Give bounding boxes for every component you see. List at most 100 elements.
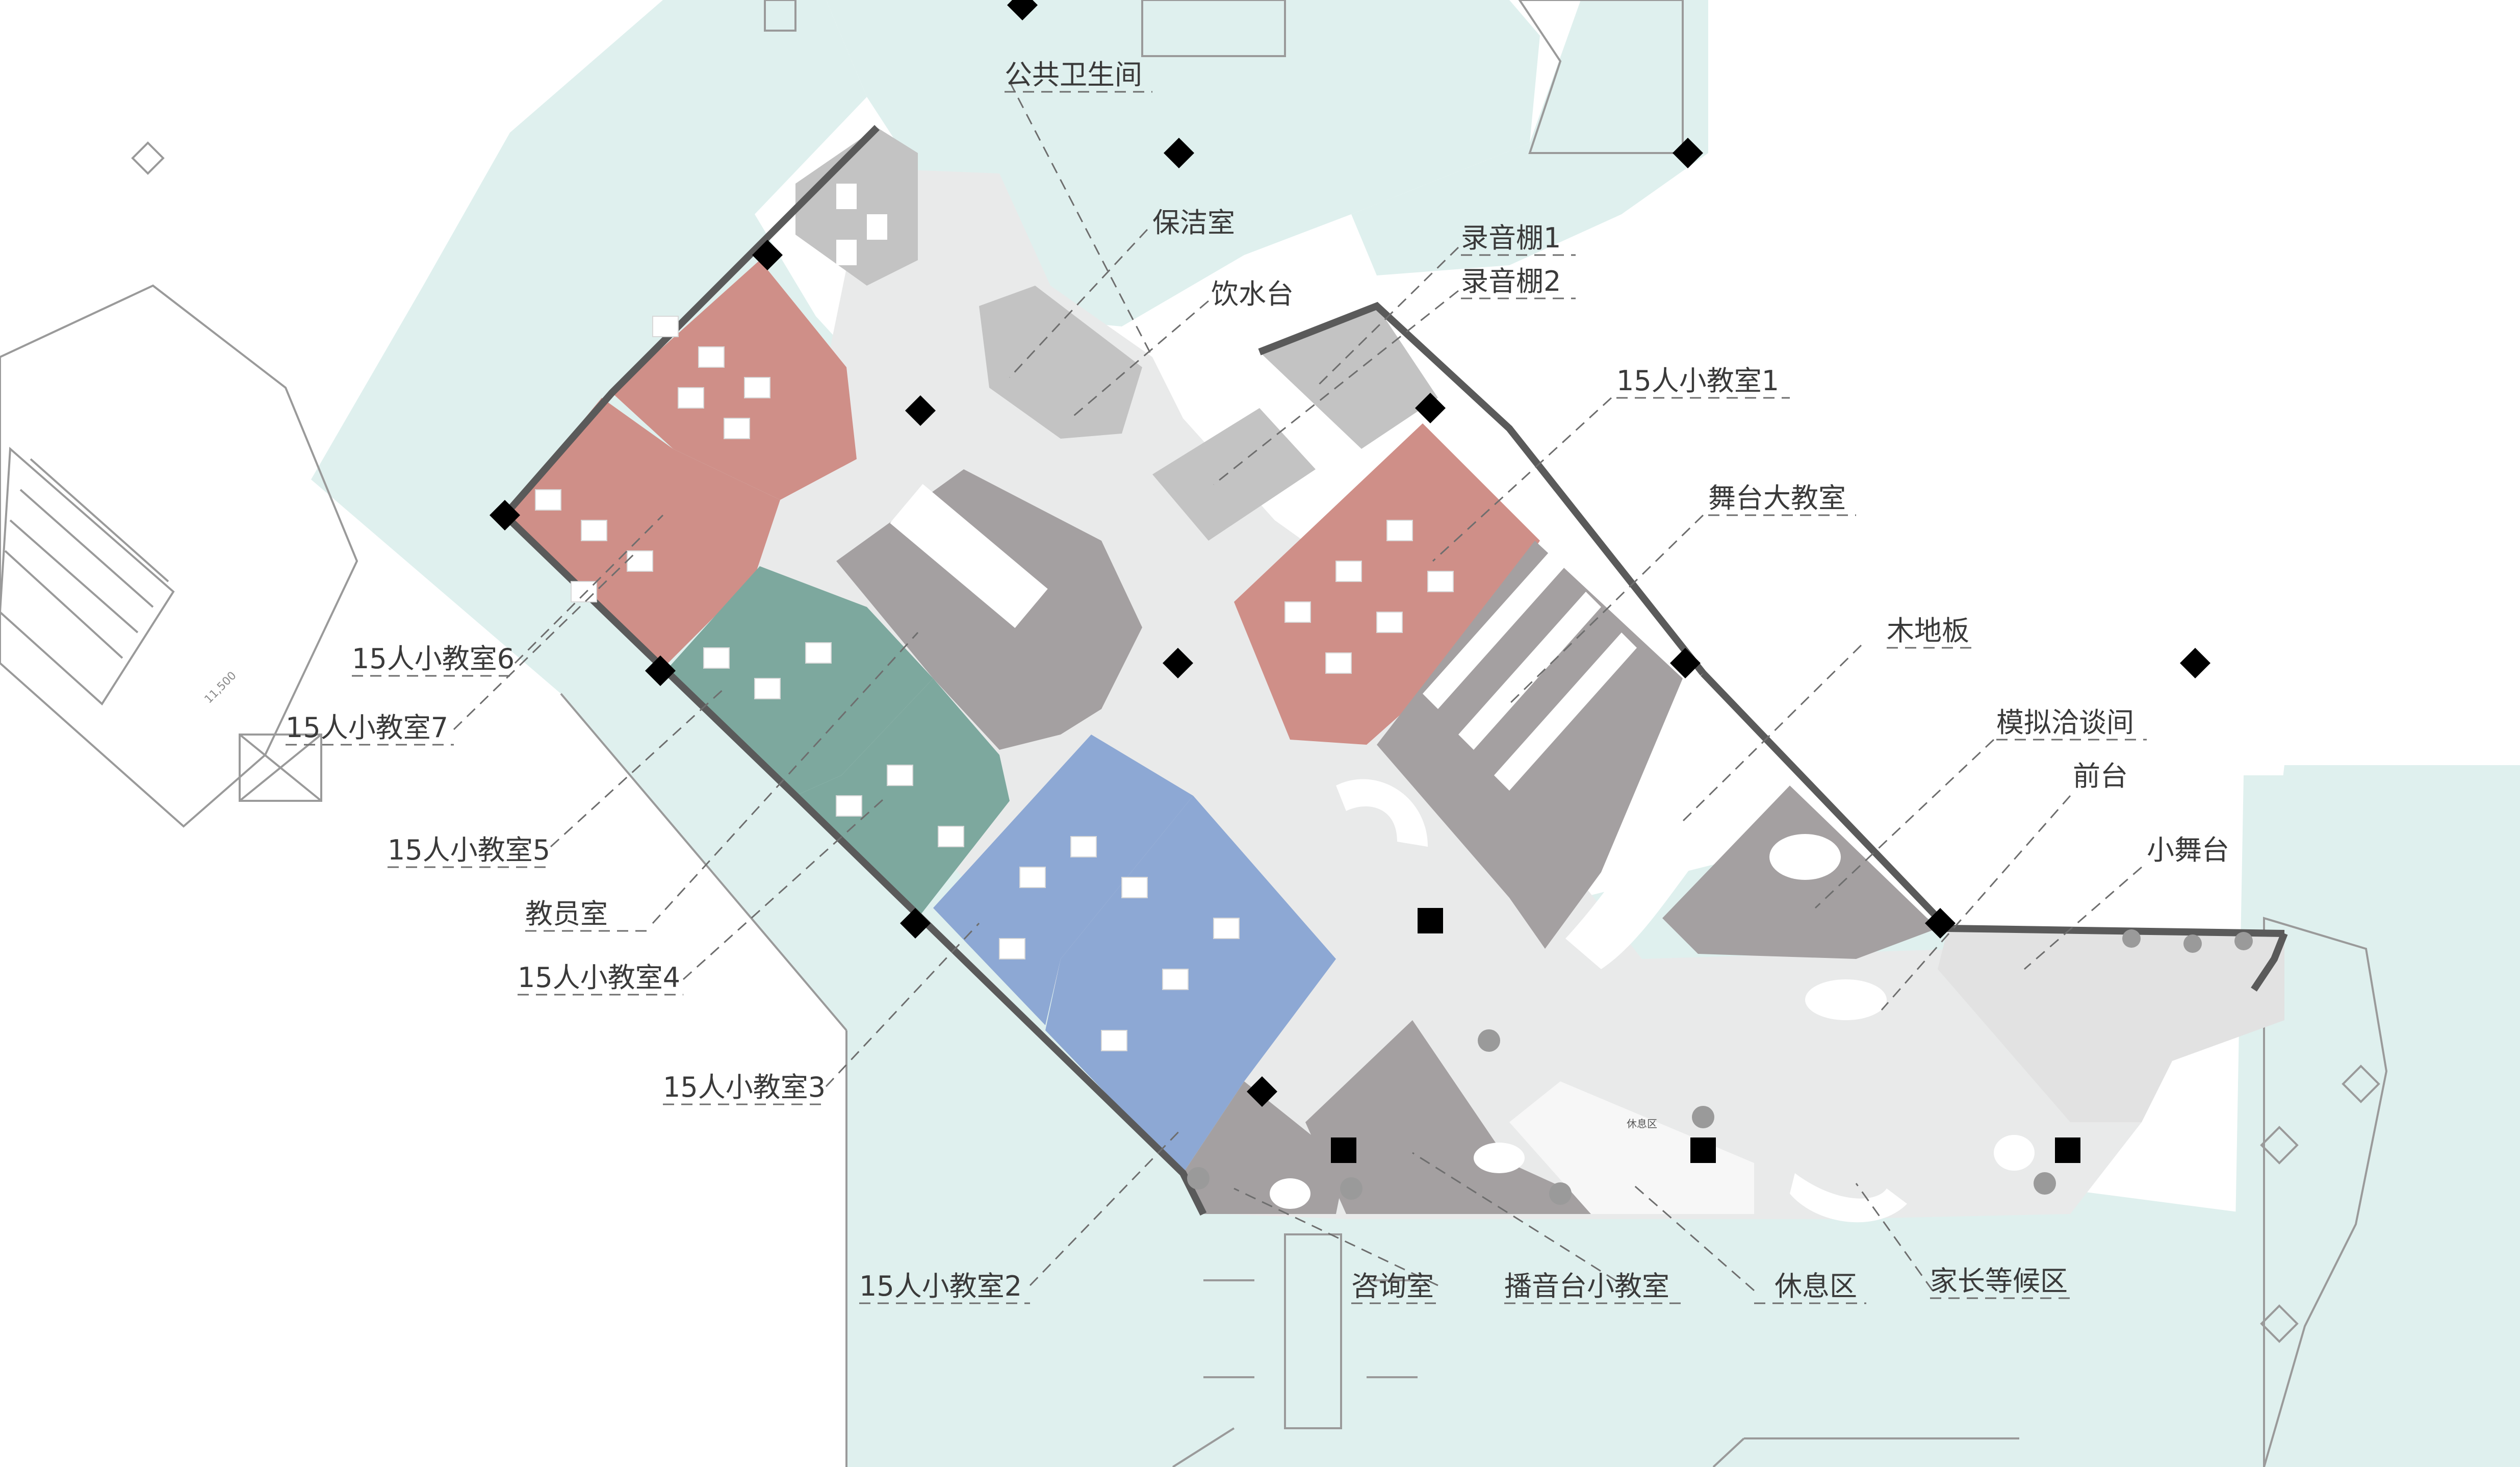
plant-cluster-icon	[2034, 1172, 2056, 1195]
plant-cluster-icon	[1340, 1177, 1362, 1200]
desk-chair-icon	[1101, 1030, 1127, 1051]
column-marker-icon	[900, 908, 931, 939]
column-marker-icon	[1670, 648, 1701, 678]
columns	[490, 0, 2210, 1163]
leader-room5	[550, 688, 725, 848]
rest-small-label: 休息区	[1627, 1118, 1657, 1130]
dimension-label: 11,500	[202, 669, 239, 706]
bottom-curve-a	[1172, 1427, 1235, 1467]
column-marker-icon	[1925, 908, 1956, 939]
column-marker-icon	[2180, 648, 2210, 678]
label-room2: 15人小教室2	[859, 1270, 1022, 1302]
label-room7: 15人小教室7	[286, 712, 448, 744]
label-room1: 15人小教室1	[1616, 365, 1779, 397]
west-diag-line	[560, 693, 847, 1031]
leader-mock	[1814, 739, 1995, 909]
label-underlines	[286, 91, 2147, 1304]
north-core	[1141, 0, 1286, 57]
exterior-right	[2254, 765, 2520, 1467]
column-marker-icon	[1418, 908, 1443, 933]
broadcast-room	[1305, 1020, 1622, 1214]
label-rest: 休息区	[1775, 1270, 1857, 1302]
round-table-icon	[1270, 1178, 1310, 1209]
leader-lines	[453, 81, 2142, 1292]
desk-chair-icon	[581, 520, 607, 541]
wc-cubicle-c	[836, 240, 857, 265]
wall-sw	[502, 512, 1207, 1216]
wall-ne	[1258, 301, 1706, 676]
desk-chair-icon	[999, 938, 1025, 959]
leader-reception	[1881, 795, 2071, 1010]
wood-floor-stripes	[1423, 551, 1637, 791]
desk-chair-icon	[571, 581, 597, 602]
desk-chair-icon	[744, 377, 770, 398]
right-rotunda-outline	[2263, 917, 2388, 1467]
lounge-furniture	[1270, 779, 2035, 1223]
leader-room6	[514, 514, 664, 664]
leader-room3	[825, 922, 980, 1087]
desk-chair-icon	[938, 826, 964, 847]
sofa-icon	[1336, 779, 1428, 847]
north-block	[764, 0, 796, 32]
wc-cubicle-b	[867, 214, 887, 240]
leader-booth2	[1213, 290, 1459, 486]
desk-chair-icon	[1162, 969, 1189, 990]
plant-cluster-icon	[2183, 934, 2202, 953]
desk-chair-icon	[805, 642, 832, 664]
label-room5: 15人小教室5	[388, 834, 550, 866]
label-staff: 教员室	[525, 898, 608, 930]
label-mock: 模拟洽谈间	[1996, 706, 2134, 739]
column-marker-icon	[905, 395, 936, 426]
wall-east-angle	[2251, 932, 2288, 992]
right-diamond-c	[2260, 1304, 2299, 1343]
label-booth2: 录音棚2	[1461, 265, 1561, 297]
cleaning-room	[979, 286, 1142, 439]
leader-broadcast	[1412, 1152, 1632, 1292]
ne-outline	[1518, 0, 1684, 154]
plant-cluster-icon	[1187, 1167, 1210, 1190]
label-room6: 15人小教室6	[352, 643, 515, 675]
lift-box	[239, 734, 322, 802]
round-table-icon	[1805, 979, 1887, 1020]
desk-chair-icon	[698, 346, 725, 368]
leader-stage-room	[1508, 514, 1704, 705]
column-marker-icon	[1164, 138, 1194, 168]
plant-cluster-icon	[1692, 1106, 1714, 1128]
label-booth1: 录音棚1	[1461, 222, 1561, 254]
label-water: 饮水台	[1211, 278, 1294, 310]
stair-line-a	[30, 458, 169, 583]
label-wood-floor: 木地板	[1887, 615, 1969, 647]
label-room3: 15人小教室3	[663, 1071, 826, 1103]
round-table-icon	[1994, 1135, 2035, 1171]
column-marker-icon	[2055, 1137, 2080, 1163]
desk-chair-icon	[678, 387, 704, 409]
column-marker-icon	[1247, 1076, 1277, 1107]
desk-chair-icon	[1070, 836, 1097, 857]
plants	[1187, 929, 2253, 1205]
label-broadcast: 播音台小教室	[1504, 1270, 1669, 1302]
right-diamond-a	[2342, 1065, 2380, 1103]
desk-chair-icon	[754, 678, 781, 699]
classroom-3	[933, 735, 1193, 1025]
desk-chair-icon	[652, 316, 679, 337]
classroom-4	[795, 678, 1010, 918]
leader-booth1	[1315, 246, 1459, 389]
label-public-wc: 公共卫生间	[1005, 59, 1142, 91]
leader-small-stage	[2024, 866, 2142, 970]
right-diamond-b	[2260, 1126, 2299, 1165]
classroom-7	[505, 398, 780, 668]
desk-chair-icon	[627, 550, 653, 572]
leader-water	[1070, 300, 1209, 419]
leader-staff	[652, 631, 919, 924]
desk-chair-icon	[1376, 612, 1403, 633]
column-marker-icon	[1690, 1137, 1716, 1163]
column-marker-icon	[1007, 0, 1038, 20]
desk-chair-icon	[724, 418, 750, 439]
entrance-grating	[1284, 1233, 1342, 1429]
column-marker-icon	[490, 500, 520, 530]
wc-cubicle-a	[836, 184, 857, 209]
column-marker-icon	[752, 240, 783, 270]
lift-cross-b	[239, 734, 322, 802]
existing-building-lines	[0, 0, 2388, 1467]
column-marker-icon	[645, 655, 676, 686]
